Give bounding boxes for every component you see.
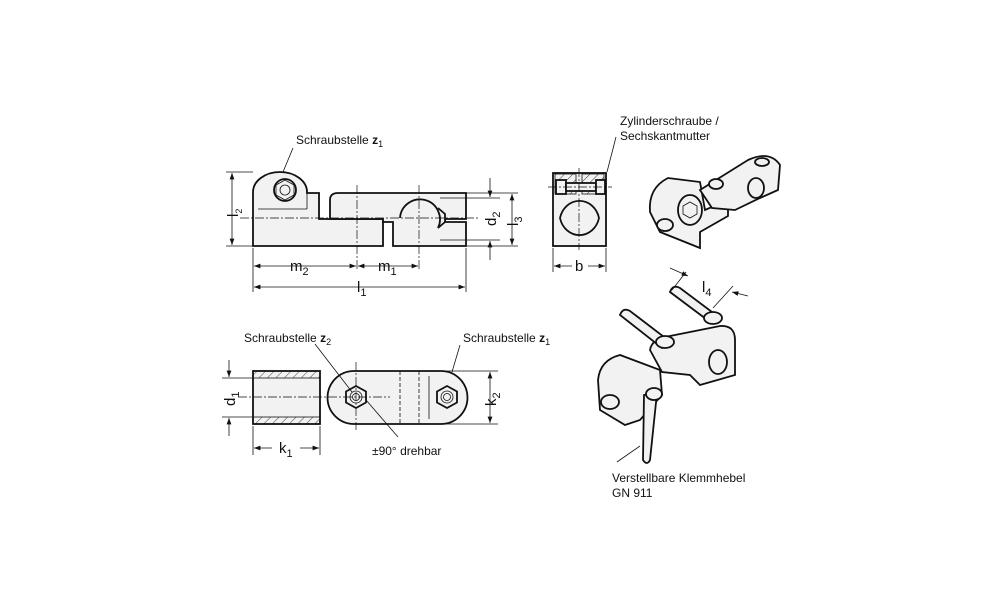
isometric-view-clamp [648, 155, 781, 250]
label-screw-point-z1-bottom: Schraubstelle z1 [463, 331, 550, 347]
lever-handle [642, 391, 659, 464]
isometric-view-clamp-with-levers [597, 267, 749, 464]
label-rotatable: ±90° drehbar [372, 444, 441, 458]
dim-m2: m2 [290, 258, 309, 278]
dim-m1: m1 [378, 258, 397, 278]
svg-text:l2: l2 [225, 209, 244, 217]
hex-nut-icon [273, 178, 297, 202]
label-cylinder-screw-line2: Sechskantmutter [620, 129, 710, 143]
bore-circle [399, 198, 446, 229]
dim-d1: d1 [222, 392, 242, 406]
top-view [222, 343, 498, 455]
dim-l3: l3 [505, 217, 525, 226]
hex-nut-icon [436, 384, 458, 410]
label-lever-line1: Verstellbare Klemmhebel [612, 471, 745, 485]
label-cylinder-screw-line1: Zylinderschraube / [620, 114, 719, 128]
label-screw-point-z2: Schraubstelle z2 [244, 331, 331, 347]
label-lever-line2: GN 911 [612, 486, 653, 500]
dim-l4: l4 [702, 279, 711, 299]
side-view [226, 147, 518, 292]
front-view [548, 136, 617, 272]
dim-k1: k1 [279, 440, 293, 460]
dim-l1: l1 [357, 279, 366, 299]
dim-d2: d2 [483, 212, 503, 226]
lever-handle [668, 285, 718, 324]
label-screw-point-z1-top: Schraubstelle z1 [296, 133, 383, 149]
dim-l2: l2 [225, 209, 244, 217]
lever-handle [618, 308, 670, 350]
dim-b: b [575, 258, 583, 275]
dim-k2: k2 [483, 392, 503, 406]
